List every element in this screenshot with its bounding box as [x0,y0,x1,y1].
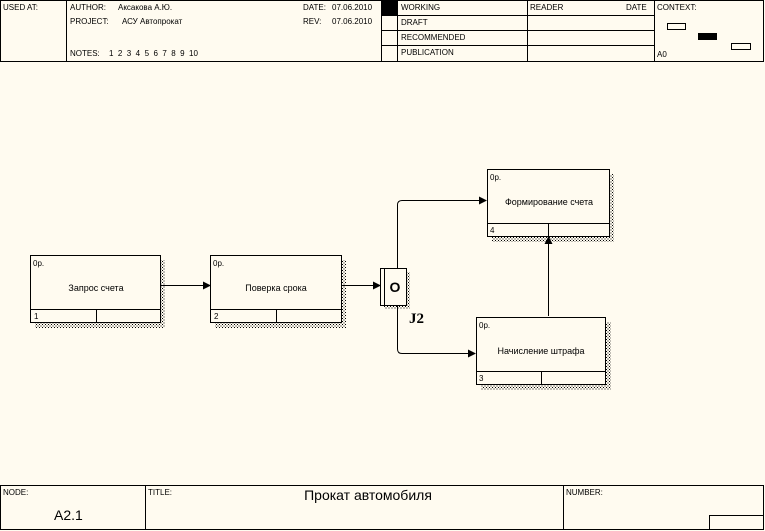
activity-number: 1 [34,312,39,321]
arrows [160,196,553,358]
activity-cost: 0р. [490,173,501,182]
used-at-label: USED AT: [3,3,38,12]
project-label: PROJECT: [70,17,109,26]
activity-label: Начисление штрафа [497,346,584,356]
activity-number: 2 [214,312,219,321]
number-label: NUMBER: [566,488,603,497]
activity-box-3[interactable]: 0р. Начисление штрафа 3 [476,317,612,391]
activity-number: 4 [490,226,495,235]
status-publication: PUBLICATION [401,48,454,57]
activity-cost: 0р. [479,321,490,330]
node-label: NODE: [3,488,28,497]
context-label: CONTEXT: [657,3,697,12]
author-value: Аксакова А.Ю. [118,3,172,12]
author-label: AUTHOR: [70,3,106,12]
date-value: 07.06.2010 [332,3,373,12]
activity-label: Формирование счета [505,197,593,207]
activity-cost: 0р. [33,259,44,268]
header-frame [0,0,764,62]
date-label: DATE: [303,3,326,12]
junction-symbol: O [390,279,401,295]
activity-box-1[interactable]: 0р. Запрос счета 1 [30,255,166,329]
diagram-title: Прокат автомобиля [304,487,432,503]
footer-frame [0,485,764,530]
context-thumbnail [667,23,751,50]
rev-label: REV: [303,17,321,26]
status-draft: DRAFT [401,18,428,27]
activity-box-2[interactable]: 0р. Поверка срока 2 [210,255,347,329]
activity-label: Запрос счета [68,283,123,293]
junction-j2[interactable]: O J2 [380,268,425,328]
reader-label: READER [530,3,564,12]
reader-date-label: DATE [626,3,647,12]
notes-value: 1 2 3 4 5 6 7 8 9 10 [109,49,199,58]
activity-box-4[interactable]: 0р. Формирование счета 4 [487,169,615,243]
context-node: A0 [657,50,667,59]
arrow-junction-to-4 [397,196,487,268]
node-number: A2.1 [54,507,83,523]
title-label: TITLE: [148,488,172,497]
arrow-junction-to-3 [397,305,476,358]
working-status-marker [382,1,397,15]
junction-label: J2 [409,311,424,327]
project-value: АСУ Автопрокат [122,17,183,26]
activity-label: Поверка срока [245,283,306,293]
activity-cost: 0р. [213,259,224,268]
activity-number: 3 [479,374,484,383]
notes-label: NOTES: [70,49,100,58]
rev-value: 07.06.2010 [332,17,373,26]
status-recommended: RECOMMENDED [401,33,466,42]
status-working: WORKING [401,3,440,12]
